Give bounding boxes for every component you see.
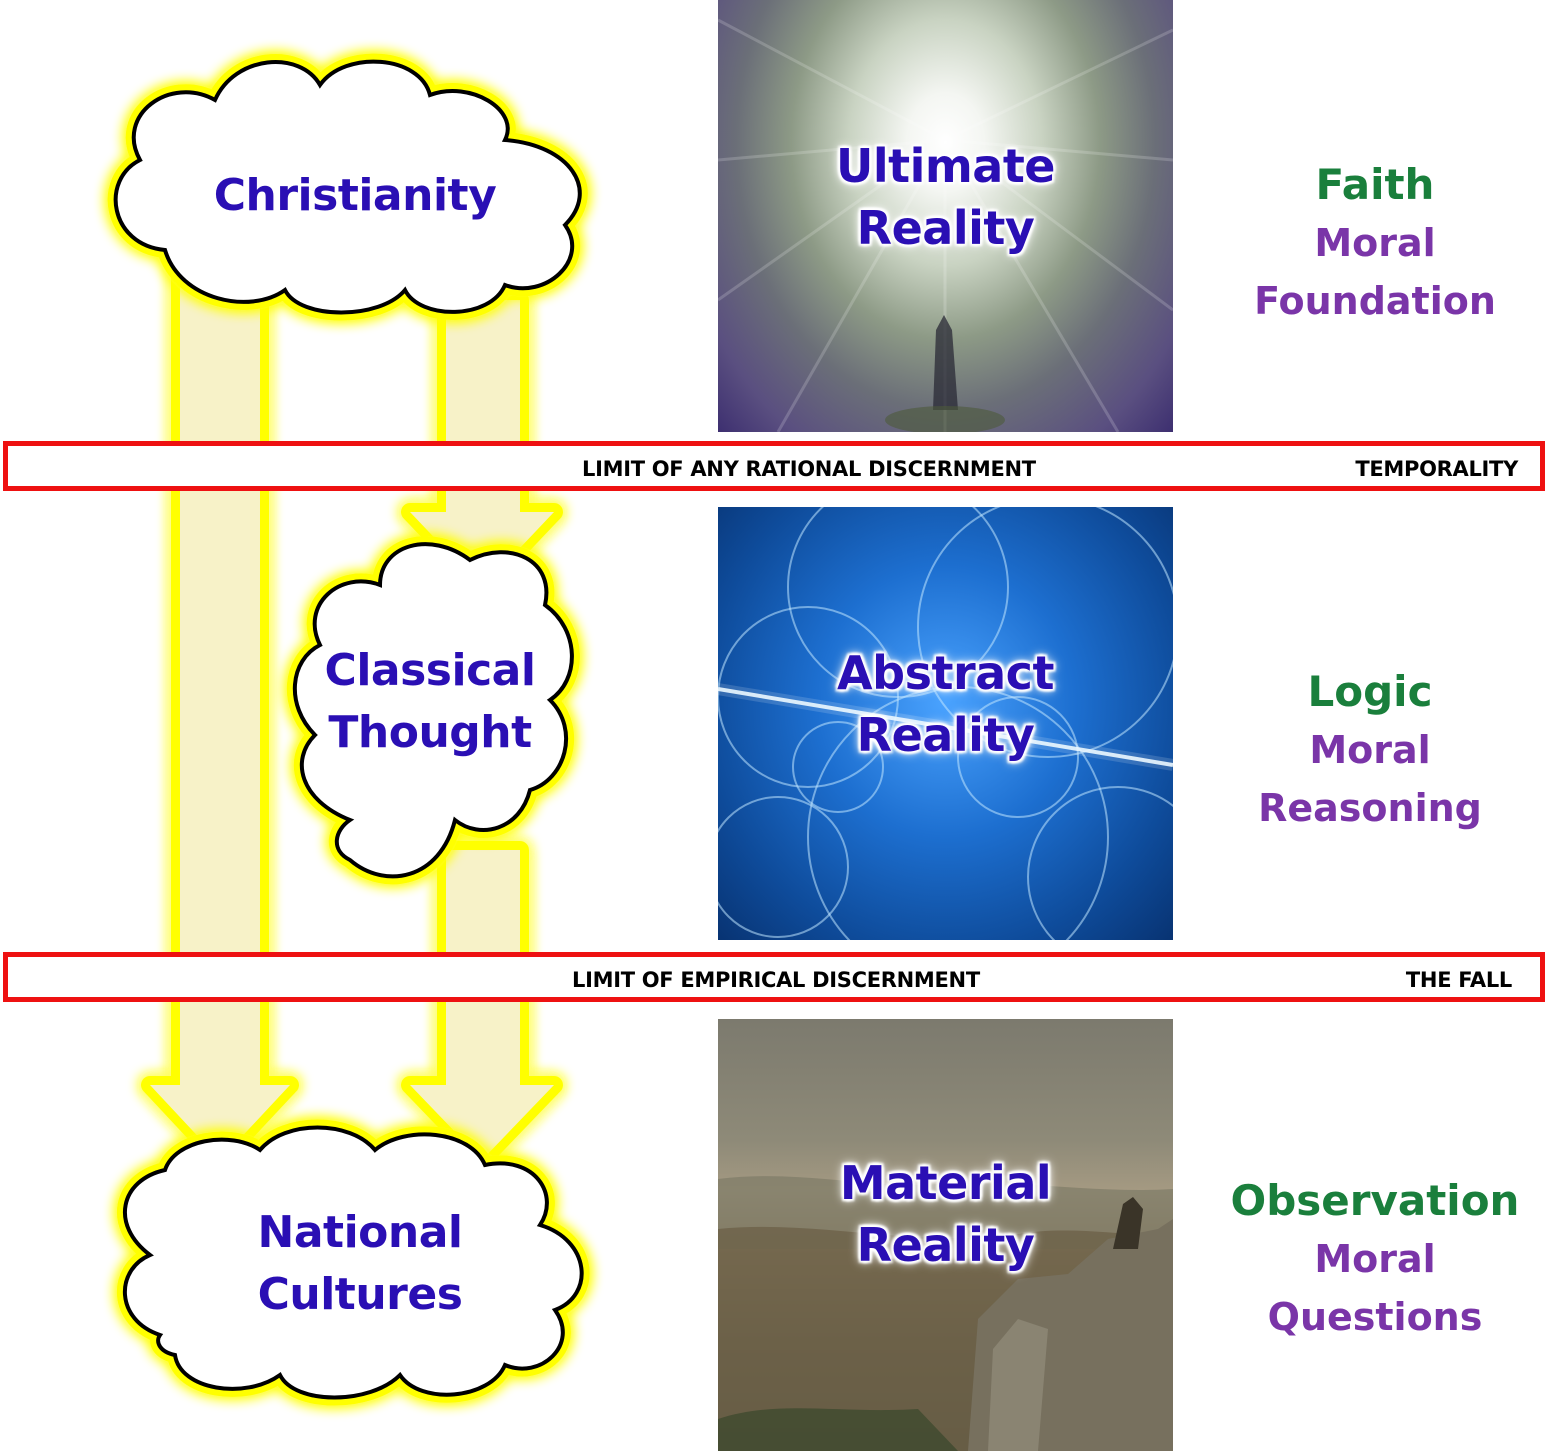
cloud-national-label: National Cultures <box>170 1202 550 1326</box>
limit-bar-empirical: LIMIT OF EMPIRICAL DISCERNMENT THE FALL <box>3 952 1545 1002</box>
limit-empirical-label: LIMIT OF EMPIRICAL DISCERNMENT <box>572 968 980 992</box>
side-label-middle: Logic Moral Reasoning <box>1210 663 1530 837</box>
limit-empirical-right: THE FALL <box>1405 968 1512 992</box>
panel-ultimate-line2: Reality <box>856 201 1035 255</box>
panel-abstract-line2: Reality <box>856 708 1035 762</box>
cloud-national-cultures <box>116 1119 590 1406</box>
side-bottom-key: Observation <box>1230 1176 1520 1225</box>
cloud-national-line1: National <box>257 1207 463 1258</box>
side-top-line2: Foundation <box>1254 279 1496 323</box>
side-label-bottom: Observation Moral Questions <box>1205 1172 1545 1346</box>
panel-material-reality: Material Reality <box>718 1019 1173 1451</box>
cloud-classical-line1: Classical <box>324 645 536 696</box>
panel-abstract-reality: Abstract Reality <box>718 507 1173 940</box>
side-middle-line2: Reasoning <box>1258 786 1482 830</box>
arrow-classical-to-national <box>401 841 563 1169</box>
cloud-classical-thought <box>287 536 580 885</box>
side-label-top: Faith Moral Foundation <box>1215 156 1535 330</box>
panel-abstract-line1: Abstract <box>837 646 1054 700</box>
side-bottom-line2: Questions <box>1267 1295 1483 1339</box>
panel-abstract-art <box>718 507 1173 940</box>
side-top-line1: Moral <box>1314 221 1436 265</box>
panel-material-art <box>718 1176 1173 1451</box>
limit-rational-right: TEMPORALITY <box>1355 457 1518 481</box>
limit-bar-rational: LIMIT OF ANY RATIONAL DISCERNMENT TEMPOR… <box>3 441 1545 491</box>
cloud-national-line2: Cultures <box>257 1269 463 1320</box>
panel-material-line2: Reality <box>856 1218 1035 1272</box>
cloud-classical-label: Classical Thought <box>300 640 560 764</box>
panel-material-line1: Material <box>839 1156 1052 1210</box>
side-top-key: Faith <box>1315 160 1435 209</box>
cloud-classical-line2: Thought <box>328 707 532 758</box>
limit-rational-label: LIMIT OF ANY RATIONAL DISCERNMENT <box>582 457 1036 481</box>
side-middle-line1: Moral <box>1309 728 1431 772</box>
cloud-christianity <box>107 53 588 321</box>
panel-ultimate-reality: Ultimate Reality <box>718 0 1173 432</box>
cloud-christianity-label: Christianity <box>213 170 497 221</box>
arrow-christianity-to-national <box>141 261 299 1169</box>
side-bottom-line1: Moral <box>1314 1237 1436 1281</box>
panel-ultimate-art <box>718 18 1173 432</box>
side-middle-key: Logic <box>1307 667 1433 716</box>
panel-ultimate-line1: Ultimate <box>835 139 1056 193</box>
